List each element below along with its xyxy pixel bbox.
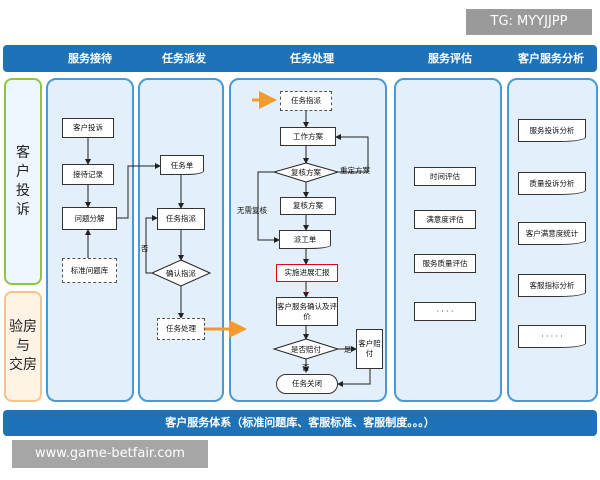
watermark-top: TG: MYYJJPP [466,9,592,35]
node-customer-confirm: 客户服务确认及评价 [276,297,338,326]
column-header-analysis: 客户服务分析 [518,52,584,65]
node-complaint-analysis: 服务投诉分析 [518,119,586,142]
label-reset-plan: 重定方案 [340,166,370,175]
node-progress-report: 实施进展汇报 [276,264,338,282]
column-header-evaluation: 服务评估 [428,52,472,65]
node-quality-evaluation: 服务质量评估 [414,254,476,273]
node-customer-complaint: 客户投诉 [62,118,114,138]
column-header-processing: 任务处理 [290,52,334,65]
label-no-dispatch: 否 [141,244,149,253]
node-satisfaction-stats: 客户满意度统计 [518,222,586,245]
node-customer-compensate: 客户赔付 [356,329,383,369]
label-yes: 是 [344,345,352,354]
node-task-close: 任务关闭 [276,374,338,394]
node-review-plan: 复核方案 [280,197,336,215]
node-evaluation-more: · · · · [414,302,476,321]
node-time-evaluation: 时间评估 [414,167,476,186]
node-problem-classify: 问题分解 [62,207,117,230]
footer-bar: 客户服务体系（标准问题库、客服标准、客服制度。。。） [3,410,597,436]
node-task-handle: 任务处理 [157,318,205,340]
decision-confirm-assign: 确认指派 [166,268,196,278]
node-reception-record: 接待记录 [62,164,114,185]
decision-review-plan: 复核方案 [291,167,321,177]
lane-evaluation [394,78,502,402]
column-header-reception: 服务接待 [68,52,112,65]
node-work-plan: 工作方案 [280,127,336,146]
node-quality-analysis: 质量投诉分析 [518,172,586,195]
node-standard-library: 标准问题库 [62,258,117,283]
node-task-sheet: 任务单 [160,155,204,175]
node-index-analysis: 客服指标分析 [518,274,586,297]
node-task-assign: 任务指派 [157,208,205,230]
row-label-complaint: 客 户 投 诉 [4,78,42,285]
node-task-assign-process: 任务指派 [280,91,332,111]
watermark-bottom: www.game-betfair.com [12,440,208,468]
decision-compensate: 是否赔付 [291,344,321,354]
node-satisfaction-evaluation: 满意度评估 [414,210,476,229]
node-dispatch-sheet: 派工单 [279,230,331,249]
label-no-process: 否 [302,363,310,372]
column-header-dispatch: 任务派发 [162,52,206,65]
node-analysis-more: · · · · · [518,325,586,348]
row-label-handover: 验房 与 交房 [4,291,42,402]
label-no-review: 无需复核 [237,206,267,215]
header-bar [3,45,597,72]
